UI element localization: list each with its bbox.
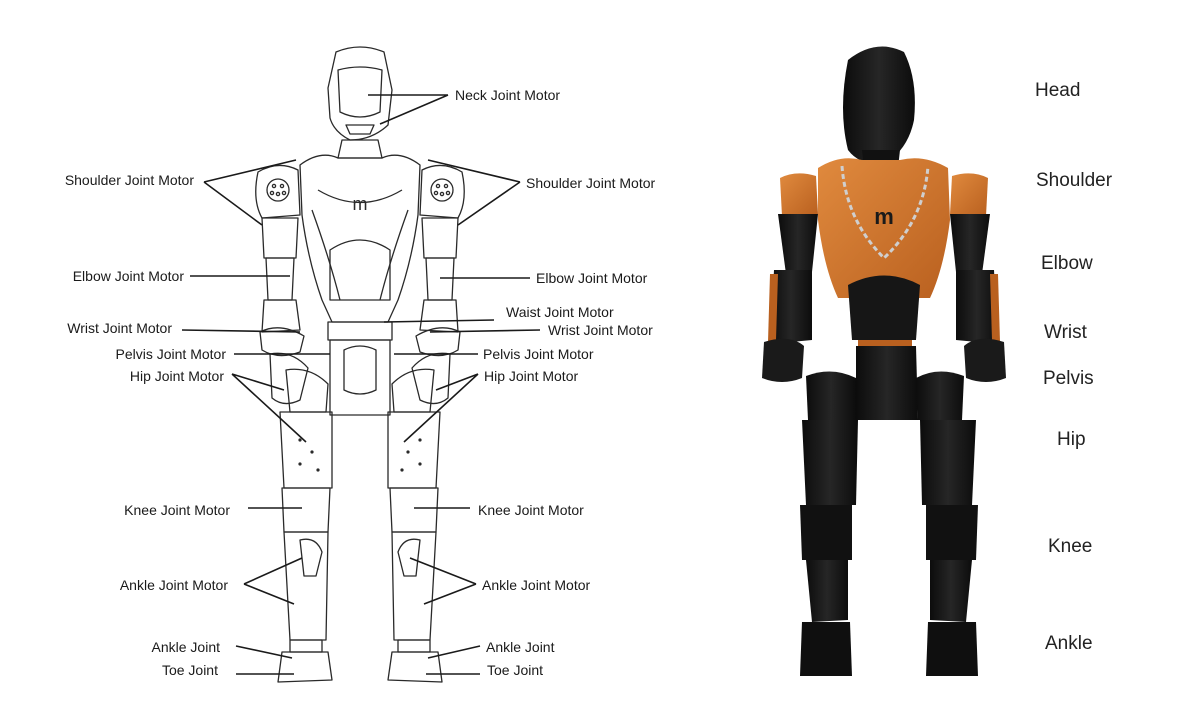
label-shoulder-joint-motor-left: Shoulder Joint Motor	[64, 172, 194, 188]
diagram-waist	[327, 321, 393, 341]
diagram-shoulder-right	[419, 164, 465, 219]
leader-shoulder-right	[427, 159, 521, 226]
label-shoulder-joint-motor-right: Shoulder Joint Motor	[526, 175, 656, 191]
body-part-ankle: Ankle	[1045, 633, 1093, 654]
diagram-shoulder-left	[255, 164, 301, 219]
leader-ankle-motor-right	[409, 557, 477, 605]
body-part-elbow: Elbow	[1041, 253, 1093, 274]
diagram-chest-logo: m	[353, 194, 368, 214]
diagram-torso	[299, 154, 421, 323]
diagram-leg-right	[387, 411, 441, 489]
leader-waist	[383, 319, 495, 323]
label-hip-joint-motor-left: Hip Joint Motor	[129, 368, 224, 384]
label-wrist-joint-motor-right: Wrist Joint Motor	[548, 322, 653, 338]
label-ankle-joint-motor-left: Ankle Joint Motor	[119, 577, 228, 593]
label-ankle-joint-right: Ankle Joint	[486, 639, 555, 655]
label-neck-joint-motor: Neck Joint Motor	[455, 87, 561, 103]
leader-shoulder-left	[203, 159, 297, 226]
label-knee-joint-motor-left: Knee Joint Motor	[124, 502, 230, 518]
label-wrist-joint-motor-left: Wrist Joint Motor	[67, 320, 172, 336]
label-ankle-joint-left: Ankle Joint	[151, 639, 220, 655]
label-hip-joint-motor-right: Hip Joint Motor	[484, 368, 579, 384]
body-part-knee: Knee	[1048, 536, 1093, 557]
leader-wrist-left	[181, 329, 301, 333]
leader-ankle-right	[427, 645, 481, 659]
leader-neck	[368, 94, 449, 125]
label-elbow-joint-motor-left: Elbow Joint Motor	[72, 268, 184, 284]
leader-hip-right	[403, 373, 479, 443]
label-waist-joint-motor: Waist Joint Motor	[506, 304, 614, 320]
leader-hip-left	[231, 373, 307, 443]
diagram-head	[327, 46, 393, 141]
label-knee-joint-motor-right: Knee Joint Motor	[478, 502, 584, 518]
body-part-head: Head	[1035, 80, 1081, 101]
body-part-wrist: Wrist	[1044, 322, 1087, 343]
diagram-leg-left	[279, 411, 333, 489]
body-part-hip: Hip	[1057, 429, 1086, 450]
body-part-shoulder: Shoulder	[1036, 170, 1113, 191]
label-ankle-joint-motor-right: Ankle Joint Motor	[482, 577, 591, 593]
label-elbow-joint-motor-right: Elbow Joint Motor	[536, 270, 648, 286]
leader-ankle-left	[235, 645, 293, 659]
label-pelvis-joint-motor-right: Pelvis Joint Motor	[483, 346, 594, 362]
label-toe-joint-left: Toe Joint	[161, 662, 218, 678]
leader-ankle-motor-left	[243, 557, 303, 605]
body-part-pelvis: Pelvis	[1043, 368, 1094, 389]
label-pelvis-joint-motor-left: Pelvis Joint Motor	[115, 346, 226, 362]
label-toe-joint-right: Toe Joint	[487, 662, 544, 678]
leader-wrist-right	[429, 329, 541, 333]
